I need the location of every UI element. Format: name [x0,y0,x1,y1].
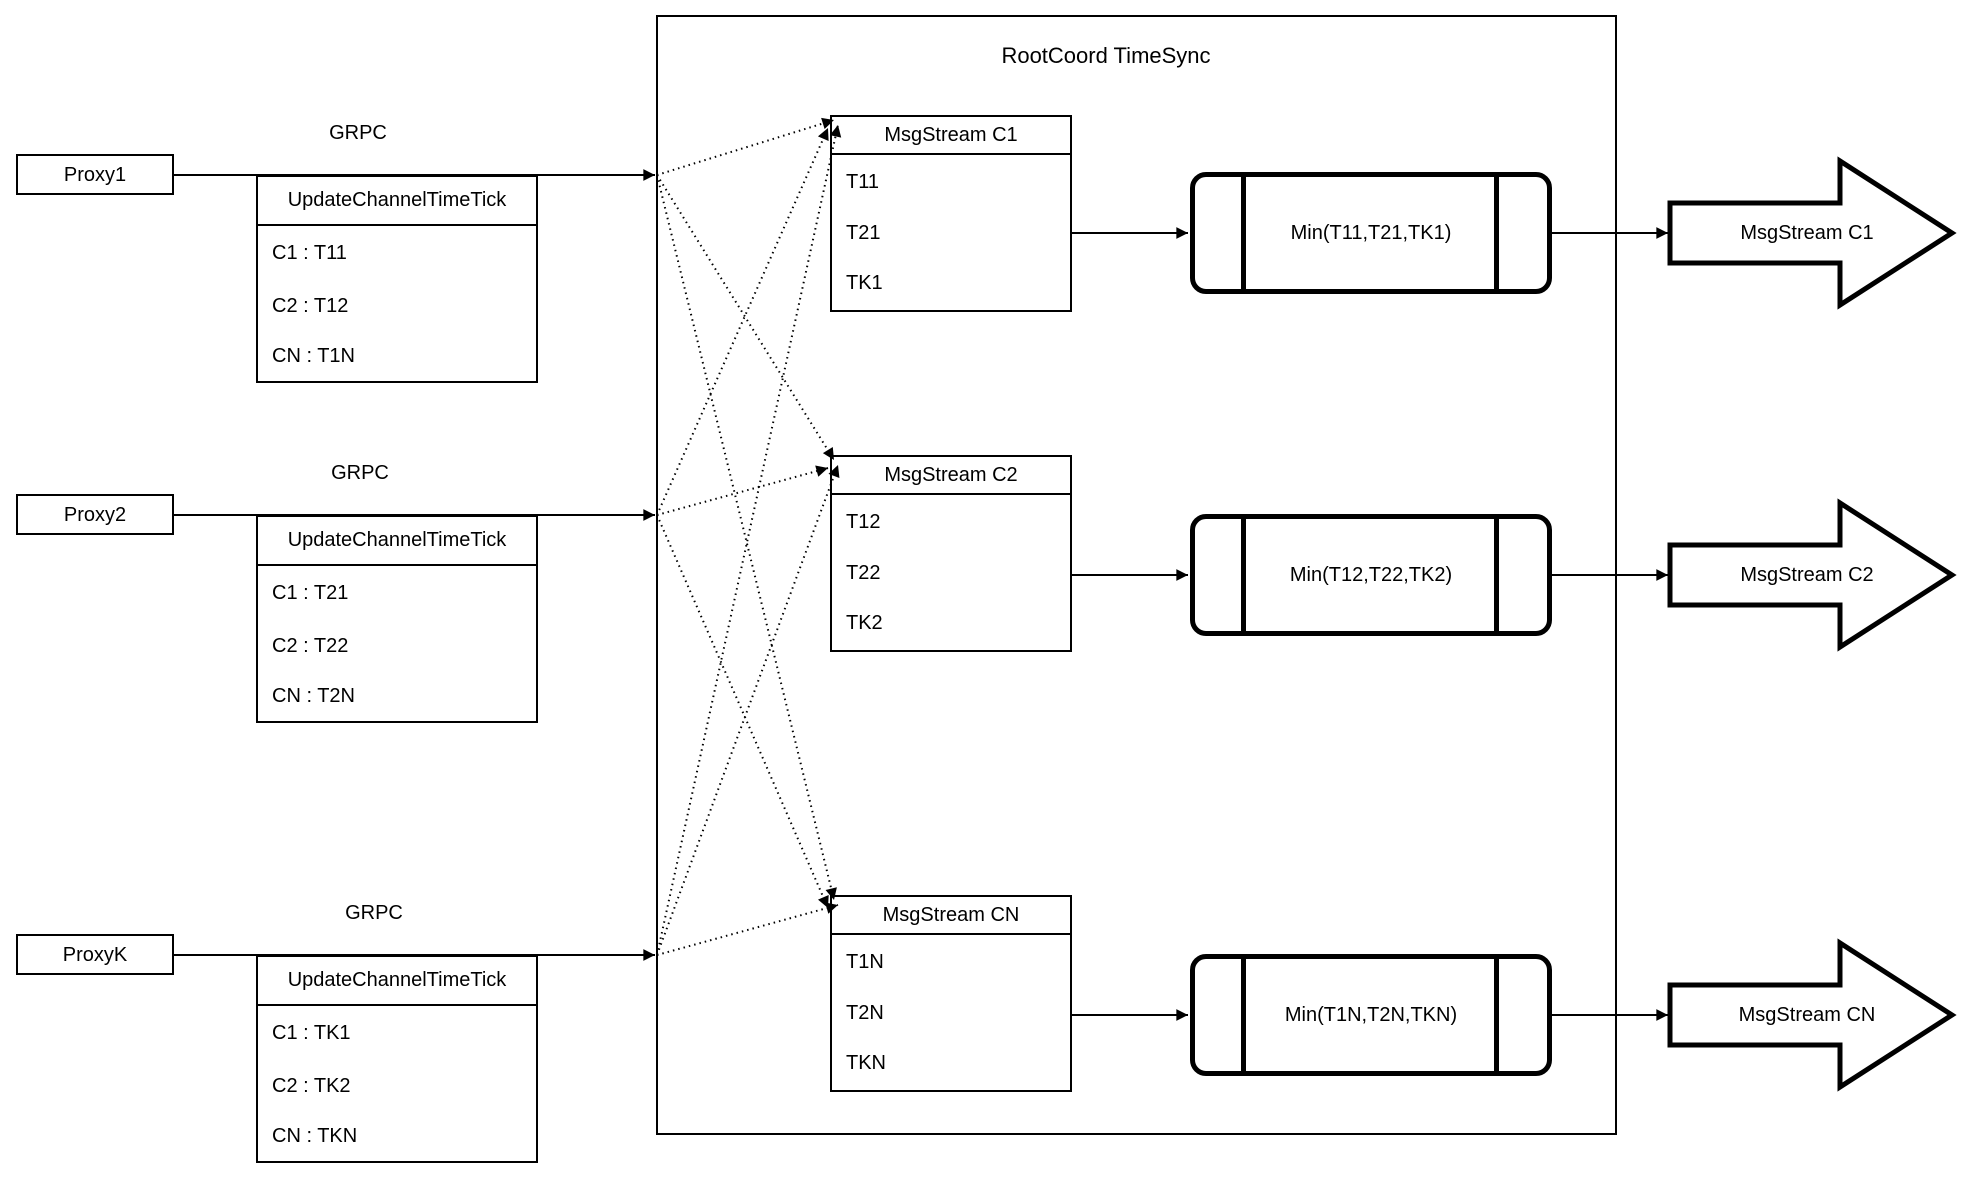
msgstream-table-3-header: MsgStream CN [832,897,1070,935]
min-box-1: Min(T11,T21,TK1) [1190,172,1552,294]
proxyk-label: ProxyK [62,943,128,966]
tick-cell: CN : T2N [272,685,355,707]
tick-cell: CN : T1N [272,345,355,367]
update-table-3-header: UpdateChannelTimeTick [258,957,536,1006]
grpc-label-2: GRPC [331,462,389,484]
tick-cell: CN : TKN [272,1125,358,1147]
stream-value-cell: T22 [846,562,881,584]
stream-value-cell: TK2 [846,612,883,634]
stream-value-cell: T12 [846,511,881,533]
tick-cell: C1 : TK1 [272,1022,351,1044]
tick-cell: C2 : T12 [272,295,349,317]
min-box-2: Min(T12,T22,TK2) [1190,514,1552,636]
min-box-divider [1241,959,1246,1071]
proxy2-label: Proxy2 [63,503,127,526]
msgstream-arrow-label-2: MsgStream C2 [1740,564,1874,586]
update-table-1: UpdateChannelTimeTick C1 : T11 C2 : T12 … [256,175,538,383]
tick-cell: C1 : T21 [272,582,349,604]
min-box-divider [1494,959,1499,1071]
min-box-divider [1241,177,1246,289]
tick-cell: C2 : T22 [272,635,349,657]
tick-cell: C2 : TK2 [272,1075,351,1097]
rootcoord-title: RootCoord TimeSync [1001,43,1211,68]
msgstream-arrow-label-1: MsgStream C1 [1740,222,1874,244]
stream-value-cell: T21 [846,222,881,244]
stream-value-cell: TK1 [846,272,883,294]
proxy2-box: Proxy2 [16,494,174,535]
stream-value-cell: T2N [846,1002,884,1024]
min-label-3: Min(T1N,T2N,TKN) [1284,1003,1458,1026]
min-box-divider [1241,519,1246,631]
min-box-divider [1494,519,1499,631]
grpc-label-1: GRPC [329,122,387,144]
min-box-divider [1494,177,1499,289]
update-table-2: UpdateChannelTimeTick C1 : T21 C2 : T22 … [256,515,538,723]
msgstream-table-2: MsgStream C2 T12 T22 TK2 [830,455,1072,652]
proxyk-box: ProxyK [16,934,174,975]
stream-value-cell: TKN [846,1052,886,1074]
min-label-2: Min(T12,T22,TK2) [1289,563,1453,586]
stream-value-cell: T11 [846,171,879,193]
msgstream-table-2-header: MsgStream C2 [832,457,1070,495]
msgstream-table-1: MsgStream C1 T11 T21 TK1 [830,115,1072,312]
min-box-3: Min(T1N,T2N,TKN) [1190,954,1552,1076]
update-table-3: UpdateChannelTimeTick C1 : TK1 C2 : TK2 … [256,955,538,1163]
proxy1-label: Proxy1 [63,163,127,186]
msgstream-table-3: MsgStream CN T1N T2N TKN [830,895,1072,1092]
msgstream-table-1-header: MsgStream C1 [832,117,1070,155]
tick-cell: C1 : T11 [272,242,347,264]
msgstream-arrow-label-3: MsgStream CN [1738,1004,1876,1026]
min-label-1: Min(T11,T21,TK1) [1290,221,1452,244]
proxy1-box: Proxy1 [16,154,174,195]
update-table-2-header: UpdateChannelTimeTick [258,517,536,566]
update-table-1-header: UpdateChannelTimeTick [258,177,536,226]
grpc-label-3: GRPC [345,902,403,924]
stream-value-cell: T1N [846,951,884,973]
